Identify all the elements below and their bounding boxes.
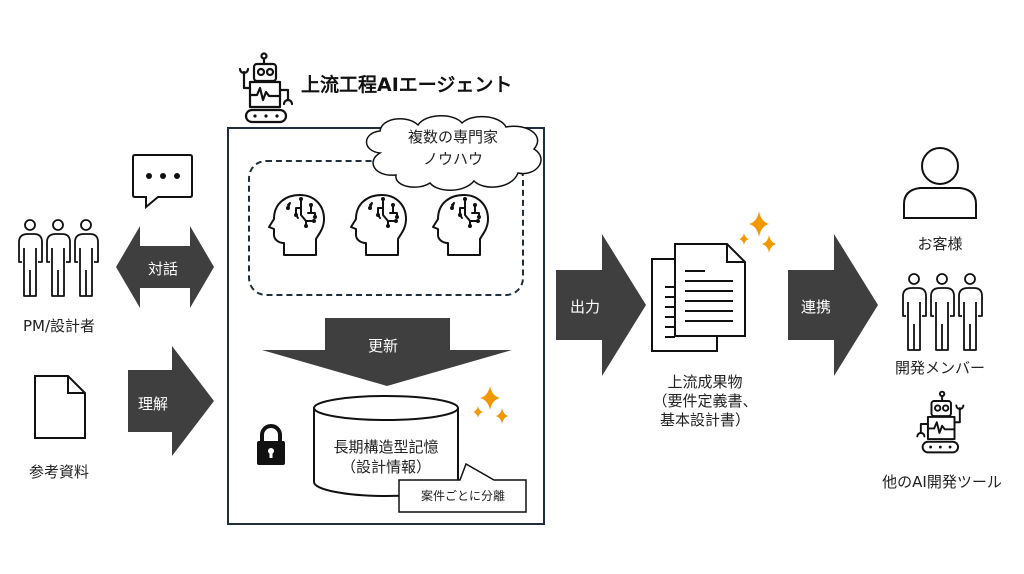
expert-head-icon	[268, 194, 325, 256]
deliverable-line1: 上流成果物	[667, 373, 743, 391]
document-icon	[34, 375, 86, 439]
pm-designer-label: PM/設計者	[22, 317, 96, 335]
deliverables-document-icon	[651, 243, 746, 352]
deliverable-line2: （要件定義書、	[652, 392, 758, 410]
sparkle-icon	[739, 211, 776, 253]
dev-members-label: 開発メンバー	[894, 359, 985, 377]
chat-bubble-icon	[132, 154, 193, 210]
update-arrow-label: 更新	[368, 337, 399, 355]
sparkle-icon	[473, 386, 508, 424]
understand-arrow-label: 理解	[138, 395, 169, 413]
understand-arrow	[128, 346, 214, 456]
customer-label: お客様	[917, 235, 963, 253]
cloud-text-line2: ノウハウ	[422, 150, 483, 168]
cloud-text-line1: 複数の専門家	[407, 128, 498, 146]
link-arrow	[788, 234, 878, 376]
robot-icon	[238, 52, 294, 124]
other-ai-tools-label: 他のAI開発ツール	[882, 473, 1002, 491]
dialog-arrow-label: 対話	[148, 260, 179, 278]
deliverable-line3: 基本設計書）	[659, 411, 750, 429]
expert-head-icon	[350, 194, 407, 256]
reference-docs-label: 参考資料	[28, 463, 89, 481]
link-arrow-label: 連携	[801, 298, 832, 316]
db-text-line1: 長期構造型記憶	[333, 438, 439, 456]
other-ai-robot-icon	[916, 390, 965, 454]
callout-text: 案件ごとに分離	[420, 489, 505, 503]
customer-icon	[903, 147, 977, 219]
output-arrow-label: 出力	[570, 298, 601, 316]
update-arrow	[262, 318, 512, 386]
expert-head-icon	[432, 194, 489, 256]
output-arrow	[556, 234, 646, 376]
agent-title: 上流工程AIエージェント	[301, 74, 513, 96]
callout-box	[398, 462, 527, 513]
people-group-icon	[18, 219, 99, 297]
dialog-arrow	[116, 226, 214, 308]
db-text-line2: （設計情報）	[340, 458, 431, 476]
lock-icon	[257, 424, 285, 465]
dev-members-icon	[902, 273, 983, 351]
cloud-shape	[365, 115, 542, 191]
